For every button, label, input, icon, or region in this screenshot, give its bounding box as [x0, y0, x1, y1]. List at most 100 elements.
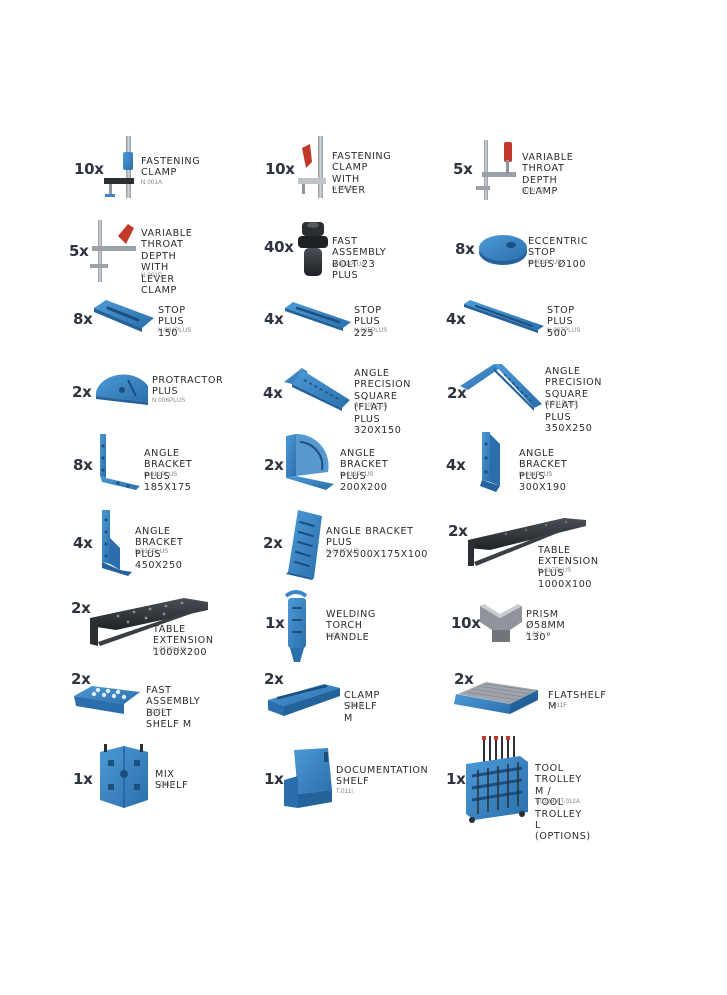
product-name: FAST ASSEMBLY BOLT 23 PLUS — [332, 236, 387, 282]
assembly-bolt-icon — [298, 222, 328, 276]
product-code: N.004PLUS — [158, 328, 192, 334]
product-code: N.017PLUS — [538, 568, 572, 574]
precision-square-350-icon — [460, 364, 542, 411]
product-code: N.001C — [522, 188, 544, 194]
angle-bracket-185-icon — [100, 434, 140, 490]
product-code: N.001D — [141, 273, 163, 279]
quantity-label: 1x — [264, 770, 284, 788]
precision-square-320-icon — [284, 368, 350, 411]
fastening-clamp-icon — [104, 136, 134, 198]
variable-throat-clamp-icon — [476, 140, 516, 200]
quantity-label: 2x — [72, 383, 92, 401]
table-extension-plus-icon — [468, 518, 586, 566]
product-code: N.010PLUS — [354, 403, 388, 409]
product-name: TOOL TROLLEY M / TOOL TROLLEY L (OPTIONS… — [535, 763, 591, 843]
quantity-label: 8x — [73, 310, 93, 328]
product-code: N.021 — [526, 632, 544, 638]
tool-trolley-icon — [466, 736, 528, 823]
product-name: DOCUMENTATION SHELF — [336, 765, 429, 788]
eccentric-stop-icon — [479, 235, 527, 265]
table-extension-icon — [90, 598, 208, 646]
product-name: FASTENING CLAMP WITH LEVER — [332, 151, 392, 197]
product-code: N.002PLUS — [332, 262, 366, 268]
quantity-label: 4x — [73, 534, 93, 552]
product-name: STOP PLUS 150 — [158, 305, 186, 339]
product-code: T.012B / T.012A — [535, 799, 581, 805]
quantity-label: 10x — [265, 160, 295, 178]
prism-icon — [480, 604, 522, 642]
product-name: WELDING TORCH HANDLE — [326, 609, 376, 643]
fastening-clamp-lever-icon — [298, 136, 326, 198]
product-name: VARIABLE THROAT DEPTH CLAMP — [522, 152, 574, 198]
product-code: N.011PLUS — [545, 401, 579, 407]
variable-throat-lever-clamp-icon — [90, 220, 136, 282]
product-name: ANGLE BRACKET PLUS 270X500X175X100 — [326, 526, 428, 560]
product-code: N.016PLUS — [326, 549, 360, 555]
product-name: TABLE EXTENSION PLUS 1000X100 — [538, 545, 599, 591]
flatshelf-icon — [454, 682, 538, 714]
angle-bracket-200-icon — [286, 433, 334, 490]
mix-shelf-icon — [100, 744, 148, 808]
product-name: TABLE EXTENSION 1000X200 — [153, 624, 214, 658]
protractor-icon — [96, 374, 148, 405]
quantity-label: 4x — [446, 456, 466, 474]
product-code: N.003PLUS — [528, 260, 562, 266]
quantity-label: 40x — [264, 238, 294, 256]
quantity-label: 2x — [447, 384, 467, 402]
product-name: PRISM Ø58MM 130° — [526, 609, 566, 643]
product-name: CLAMP SHELF M — [344, 690, 380, 724]
bolt-shelf-icon — [74, 686, 140, 714]
product-name: ECCENTRIC STOP PLUS Ø100 — [528, 236, 589, 270]
quantity-label: 10x — [451, 614, 481, 632]
quantity-label: 1x — [265, 614, 285, 632]
quantity-label: 2x — [71, 670, 91, 688]
product-name: VARIABLE THROAT DEPTH WITH LEVER CLAMP — [141, 228, 193, 297]
quantity-label: 1x — [446, 770, 466, 788]
product-code: T.011H — [155, 782, 175, 788]
quantity-label: 8x — [455, 240, 475, 258]
product-code: N.013PLUS — [340, 472, 374, 478]
product-name: PROTRACTOR PLUS — [152, 375, 224, 398]
quantity-label: 10x — [74, 160, 104, 178]
product-name: ANGLE PRECISION SQUARE (FLAT) PLUS 320X1… — [354, 368, 412, 437]
clamp-shelf-icon — [268, 684, 340, 716]
product-code: N.014PLUS — [519, 472, 553, 478]
product-code: N.001B — [332, 186, 354, 192]
product-code: T.011F — [548, 703, 568, 709]
quantity-label: 2x — [71, 599, 91, 617]
product-code: N.001A — [141, 180, 163, 186]
quantity-label: 2x — [448, 522, 468, 540]
quantity-label: 2x — [264, 670, 284, 688]
quantity-label: 2x — [263, 534, 283, 552]
quantity-label: 5x — [69, 242, 89, 260]
product-name: STOP PLUS 500 — [547, 305, 575, 339]
product-name: ANGLE BRACKET PLUS 200X200 — [340, 448, 389, 494]
angle-bracket-300-icon — [480, 432, 500, 492]
quantity-label: 4x — [446, 310, 466, 328]
product-name: FLATSHELF M — [548, 690, 607, 713]
stop-plus-150-icon — [94, 300, 154, 332]
product-name: STOP PLUS 225 — [354, 305, 382, 339]
product-name: ANGLE BRACKET PLUS 300X190 — [519, 448, 568, 494]
product-name: ANGLE BRACKET PLUS 185X175 — [144, 448, 193, 494]
product-name: MIX SHELF — [155, 769, 189, 792]
stop-plus-500-icon — [464, 300, 544, 333]
welding-torch-handle-icon — [284, 590, 308, 662]
product-name: FASTENING CLAMP — [141, 156, 201, 179]
product-name: ANGLE BRACKET PLUS 450X250 — [135, 526, 184, 572]
angle-bracket-450-icon — [102, 510, 132, 576]
documentation-shelf-icon — [284, 748, 332, 808]
quantity-label: 4x — [263, 384, 283, 402]
product-code: N.020 — [326, 633, 344, 639]
product-code: T.011B — [146, 709, 166, 715]
stop-plus-225-icon — [285, 302, 351, 331]
product-name: FAST ASSEMBLY BOLT SHELF M — [146, 685, 201, 731]
product-code: N.007PLUS — [547, 328, 581, 334]
quantity-label: 2x — [264, 456, 284, 474]
product-code: T.011D — [344, 703, 364, 709]
quantity-label: 8x — [73, 456, 93, 474]
product-code: N.015PLUS — [135, 549, 169, 555]
quantity-label: 4x — [264, 310, 284, 328]
product-name: ANGLE PRECISION SQUARE (FLAT) PLUS 350X2… — [545, 366, 603, 435]
